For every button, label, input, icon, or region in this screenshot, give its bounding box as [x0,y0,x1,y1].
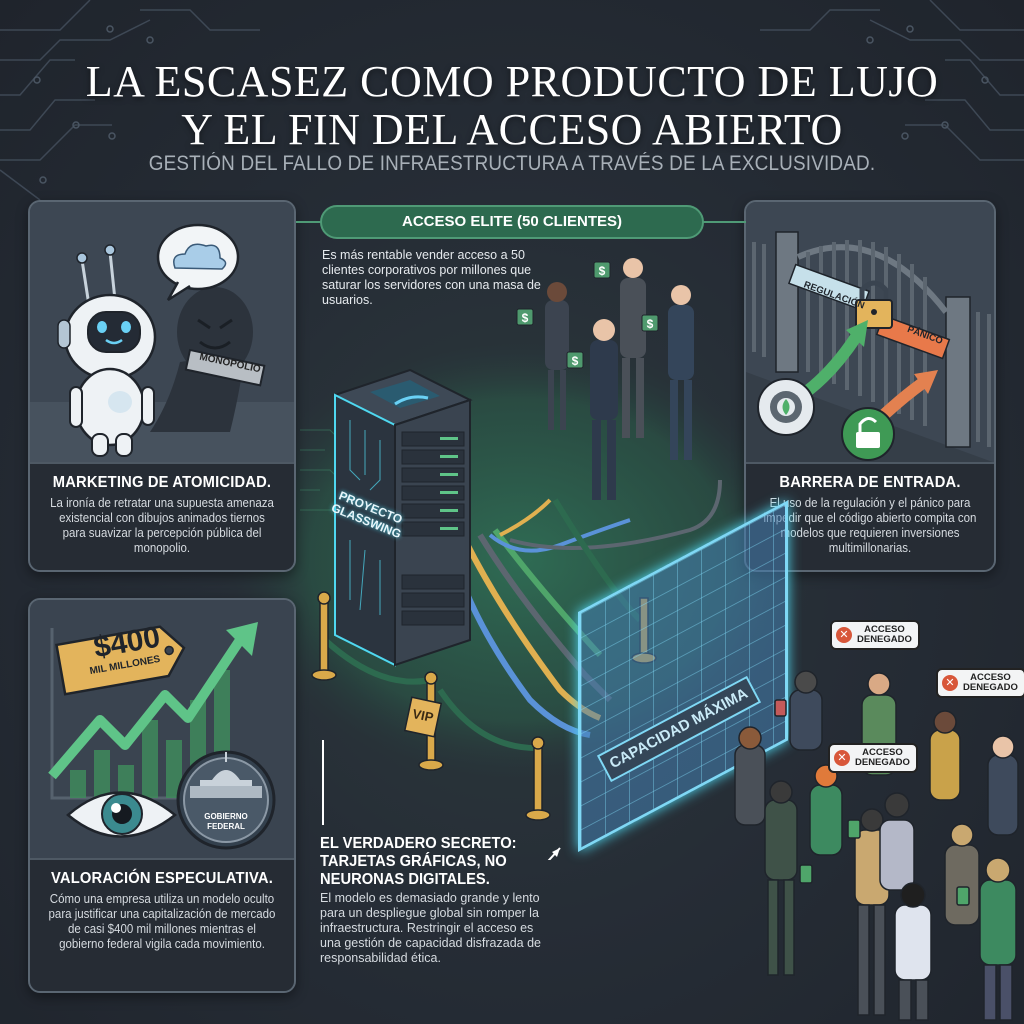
crowd-person [879,792,915,891]
svg-text:$: $ [572,354,579,368]
seal-label: GOBIERNO FEDERAL [196,812,256,832]
marketing-caption: MARKETING DE ATOMICIDAD. La ironía de re… [30,462,294,570]
pointer-arrow-icon [547,847,561,860]
secret-section: EL VERDADERO SECRETO: TARJETAS GRÁFICAS,… [320,835,550,966]
crowd-person [809,764,843,856]
bubble-line-2: DENEGADO [855,757,910,768]
trend-arrow-icon [48,637,245,780]
crowd-person [987,735,1019,836]
deny-x-icon: ✕ [836,627,852,643]
elite-clients-group: $ $ $ $ [516,258,694,500]
federal-government-seal-icon [176,750,276,850]
server-tower-icon [332,368,473,667]
client-figure [590,319,618,500]
phone-screen-icons [774,699,970,906]
crowd-illustration [734,670,1019,1021]
bubble-line-2: DENEGADO [963,682,1018,693]
barrier-body: El uso de la regulación y el pánico para… [763,496,977,555]
valuation-caption: VALORACIÓN ESPECULATIVA. Cómo una empres… [30,858,294,991]
client-figure [668,285,694,460]
page-title: LA ESCASEZ COMO PRODUCTO DE LUJO Y EL FI… [0,58,1024,154]
robot-illustration [30,202,294,464]
svg-text:$: $ [522,311,529,325]
secret-body: El modelo es demasiado grande y lento pa… [320,891,541,965]
speech-bubble-cloud-icon [156,223,240,302]
page-subtitle: GESTIÓN DEL FALLO DE INFRAESTRUCTURA A T… [148,152,876,175]
gate-illustration [746,202,994,464]
title-line-1: LA ESCASEZ COMO PRODUCTO DE LUJO [85,57,939,106]
seal-line-2: FEDERAL [207,822,245,831]
pill-connector-right [702,221,746,223]
valuation-illustration [30,600,294,860]
barrier-heading: BARRERA DE ENTRADA. [779,474,961,491]
svg-text:$: $ [647,317,654,331]
marketing-body: La ironía de retratar una supuesta amena… [50,496,274,555]
bubble-line-1: ACCESO [970,672,1011,683]
monopolio-sign [184,348,266,387]
card-valuation: $400 MIL MILLONES GOBIERNO FEDERAL VALOR… [28,598,296,993]
seal-line-1: GOBIERNO [204,812,248,821]
crowd-person [979,857,1017,1021]
card-barrier: REGULACIÓN PÁNICO BARRERA DE ENTRADA. El… [744,200,996,572]
elite-access-pill: ACCESO ELITE (50 CLIENTES) [320,205,704,239]
eye-icon [66,791,178,838]
unlocked-padlock-icon [841,407,895,461]
bubble-line-1: ACCESO [864,624,905,635]
bubble-line-2: DENEGADO [857,634,912,645]
client-figure [620,258,646,438]
cute-robot-icon [57,244,157,457]
crowd-person [764,780,798,976]
elite-access-text: Es más rentable vender acceso a 50 clien… [322,248,541,307]
deny-x-icon: ✕ [942,675,958,691]
padlock-icon [855,280,893,329]
open-source-gear-icon [757,378,815,436]
money-badge-icons [516,261,659,369]
title-line-2: Y EL FIN DEL ACCESO ABIERTO [181,105,843,154]
pill-connector-left [296,221,322,223]
valuation-heading: VALORACIÓN ESPECULATIVA. [51,870,273,887]
vip-sign [403,696,443,738]
center-scene: $ $ $ $ [311,258,722,860]
crowd-person [734,726,766,826]
valuation-body: Cómo una empresa utiliza un modelo ocult… [48,892,276,951]
secret-heading: EL VERDADERO SECRETO: TARJETAS GRÁFICAS,… [320,835,517,888]
crowd-person [894,882,932,1021]
card-marketing: MONOPOLIO MARKETING DE ATOMICIDAD. La ir… [28,200,296,572]
price-tag-icon [55,625,186,696]
crowd-person [944,823,980,926]
client-figure [545,282,569,430]
crowd-person [929,710,961,801]
bubble-line-1: ACCESO [862,747,903,758]
crowd-person [789,670,823,751]
marketing-heading: MARKETING DE ATOMICIDAD. [52,474,272,491]
deny-x-icon: ✕ [834,750,850,766]
svg-text:$: $ [599,264,606,278]
